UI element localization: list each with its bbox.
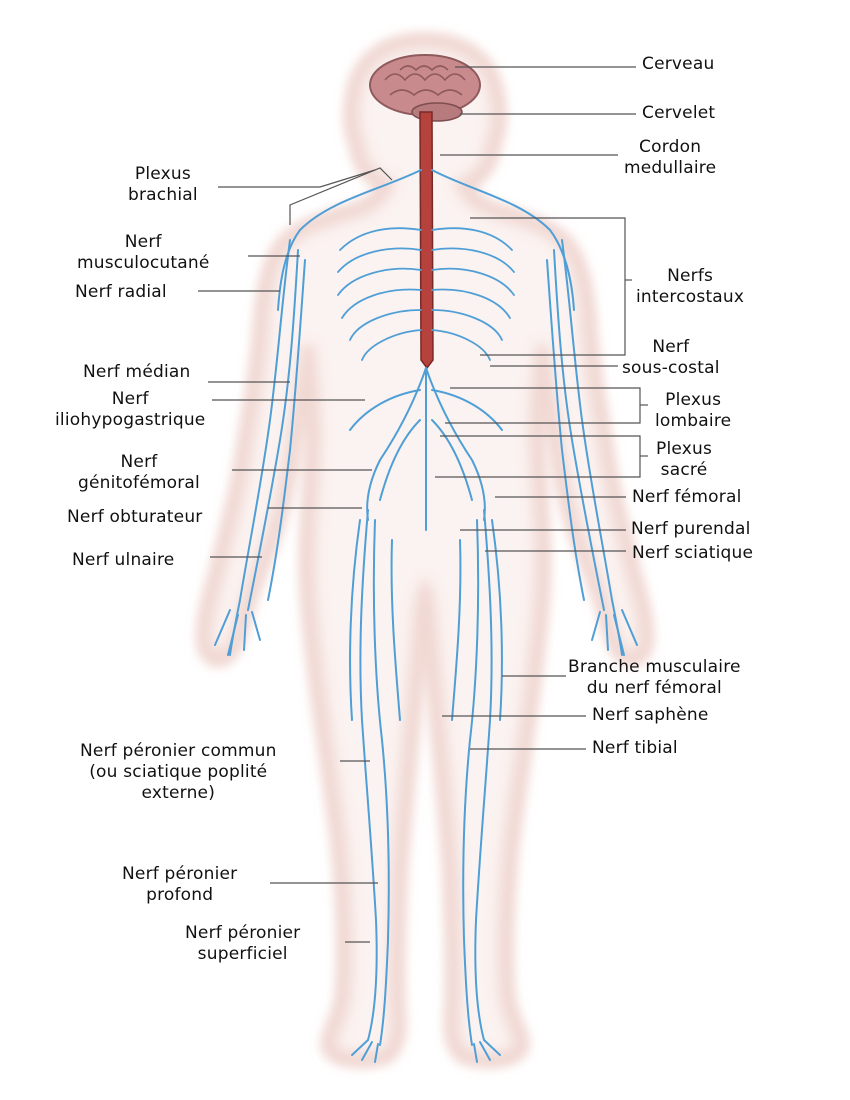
label-nerf-obturateur: Nerf obturateur (67, 507, 203, 527)
leader-lines (198, 66, 648, 943)
label-nerf-tibial: Nerf tibial (592, 738, 678, 758)
label-cerveau: Cerveau (642, 54, 715, 74)
label-nerf-peronier-commun: Nerf péronier commun(ou sciatique poplit… (80, 741, 277, 803)
label-nerf-saphene: Nerf saphène (592, 705, 709, 725)
label-nerf-radial: Nerf radial (75, 282, 167, 302)
label-nerf-purendal: Nerf purendal (631, 519, 751, 539)
label-cervelet: Cervelet (642, 103, 716, 123)
brain (369, 54, 481, 116)
nerve-network (214, 169, 638, 1063)
body-silhouette (206, 34, 645, 1058)
label-nerf-sciatique: Nerf sciatique (632, 543, 754, 563)
label-nerf-ulnaire: Nerf ulnaire (72, 550, 175, 570)
label-nerf-femoral: Nerf fémoral (632, 487, 742, 507)
label-nerf-median: Nerf médian (83, 362, 191, 382)
spinal-cord (419, 111, 434, 370)
